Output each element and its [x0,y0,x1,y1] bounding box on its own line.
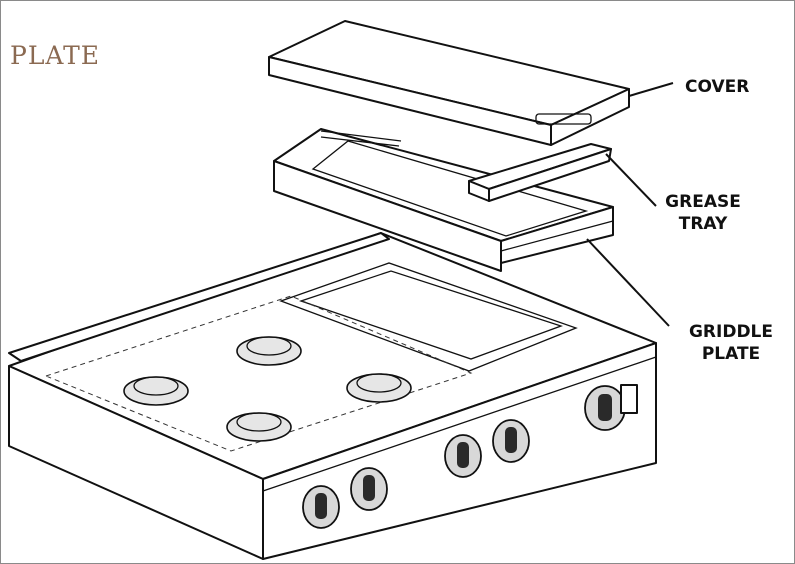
label-griddle-plate-line1: GRIDDLE [688,322,774,342]
control-knobs [302,384,638,529]
page-title: PLATE [10,41,101,70]
label-griddle-plate-line2: PLATE [701,344,761,364]
label-grease-tray: GREASE TRAY [658,191,748,235]
grease-tray-part [468,143,612,202]
label-cover: COVER [685,76,749,98]
burners [123,336,412,442]
label-grease-tray-line1: GREASE [665,192,741,212]
cover-part [268,20,630,146]
label-cover-text: COVER [685,77,750,97]
label-grease-tray-line2: TRAY [678,214,728,234]
label-griddle-plate: GRIDDLE PLATE [681,321,781,365]
leader-lines [586,82,674,327]
griddle-tray-part [273,128,614,272]
